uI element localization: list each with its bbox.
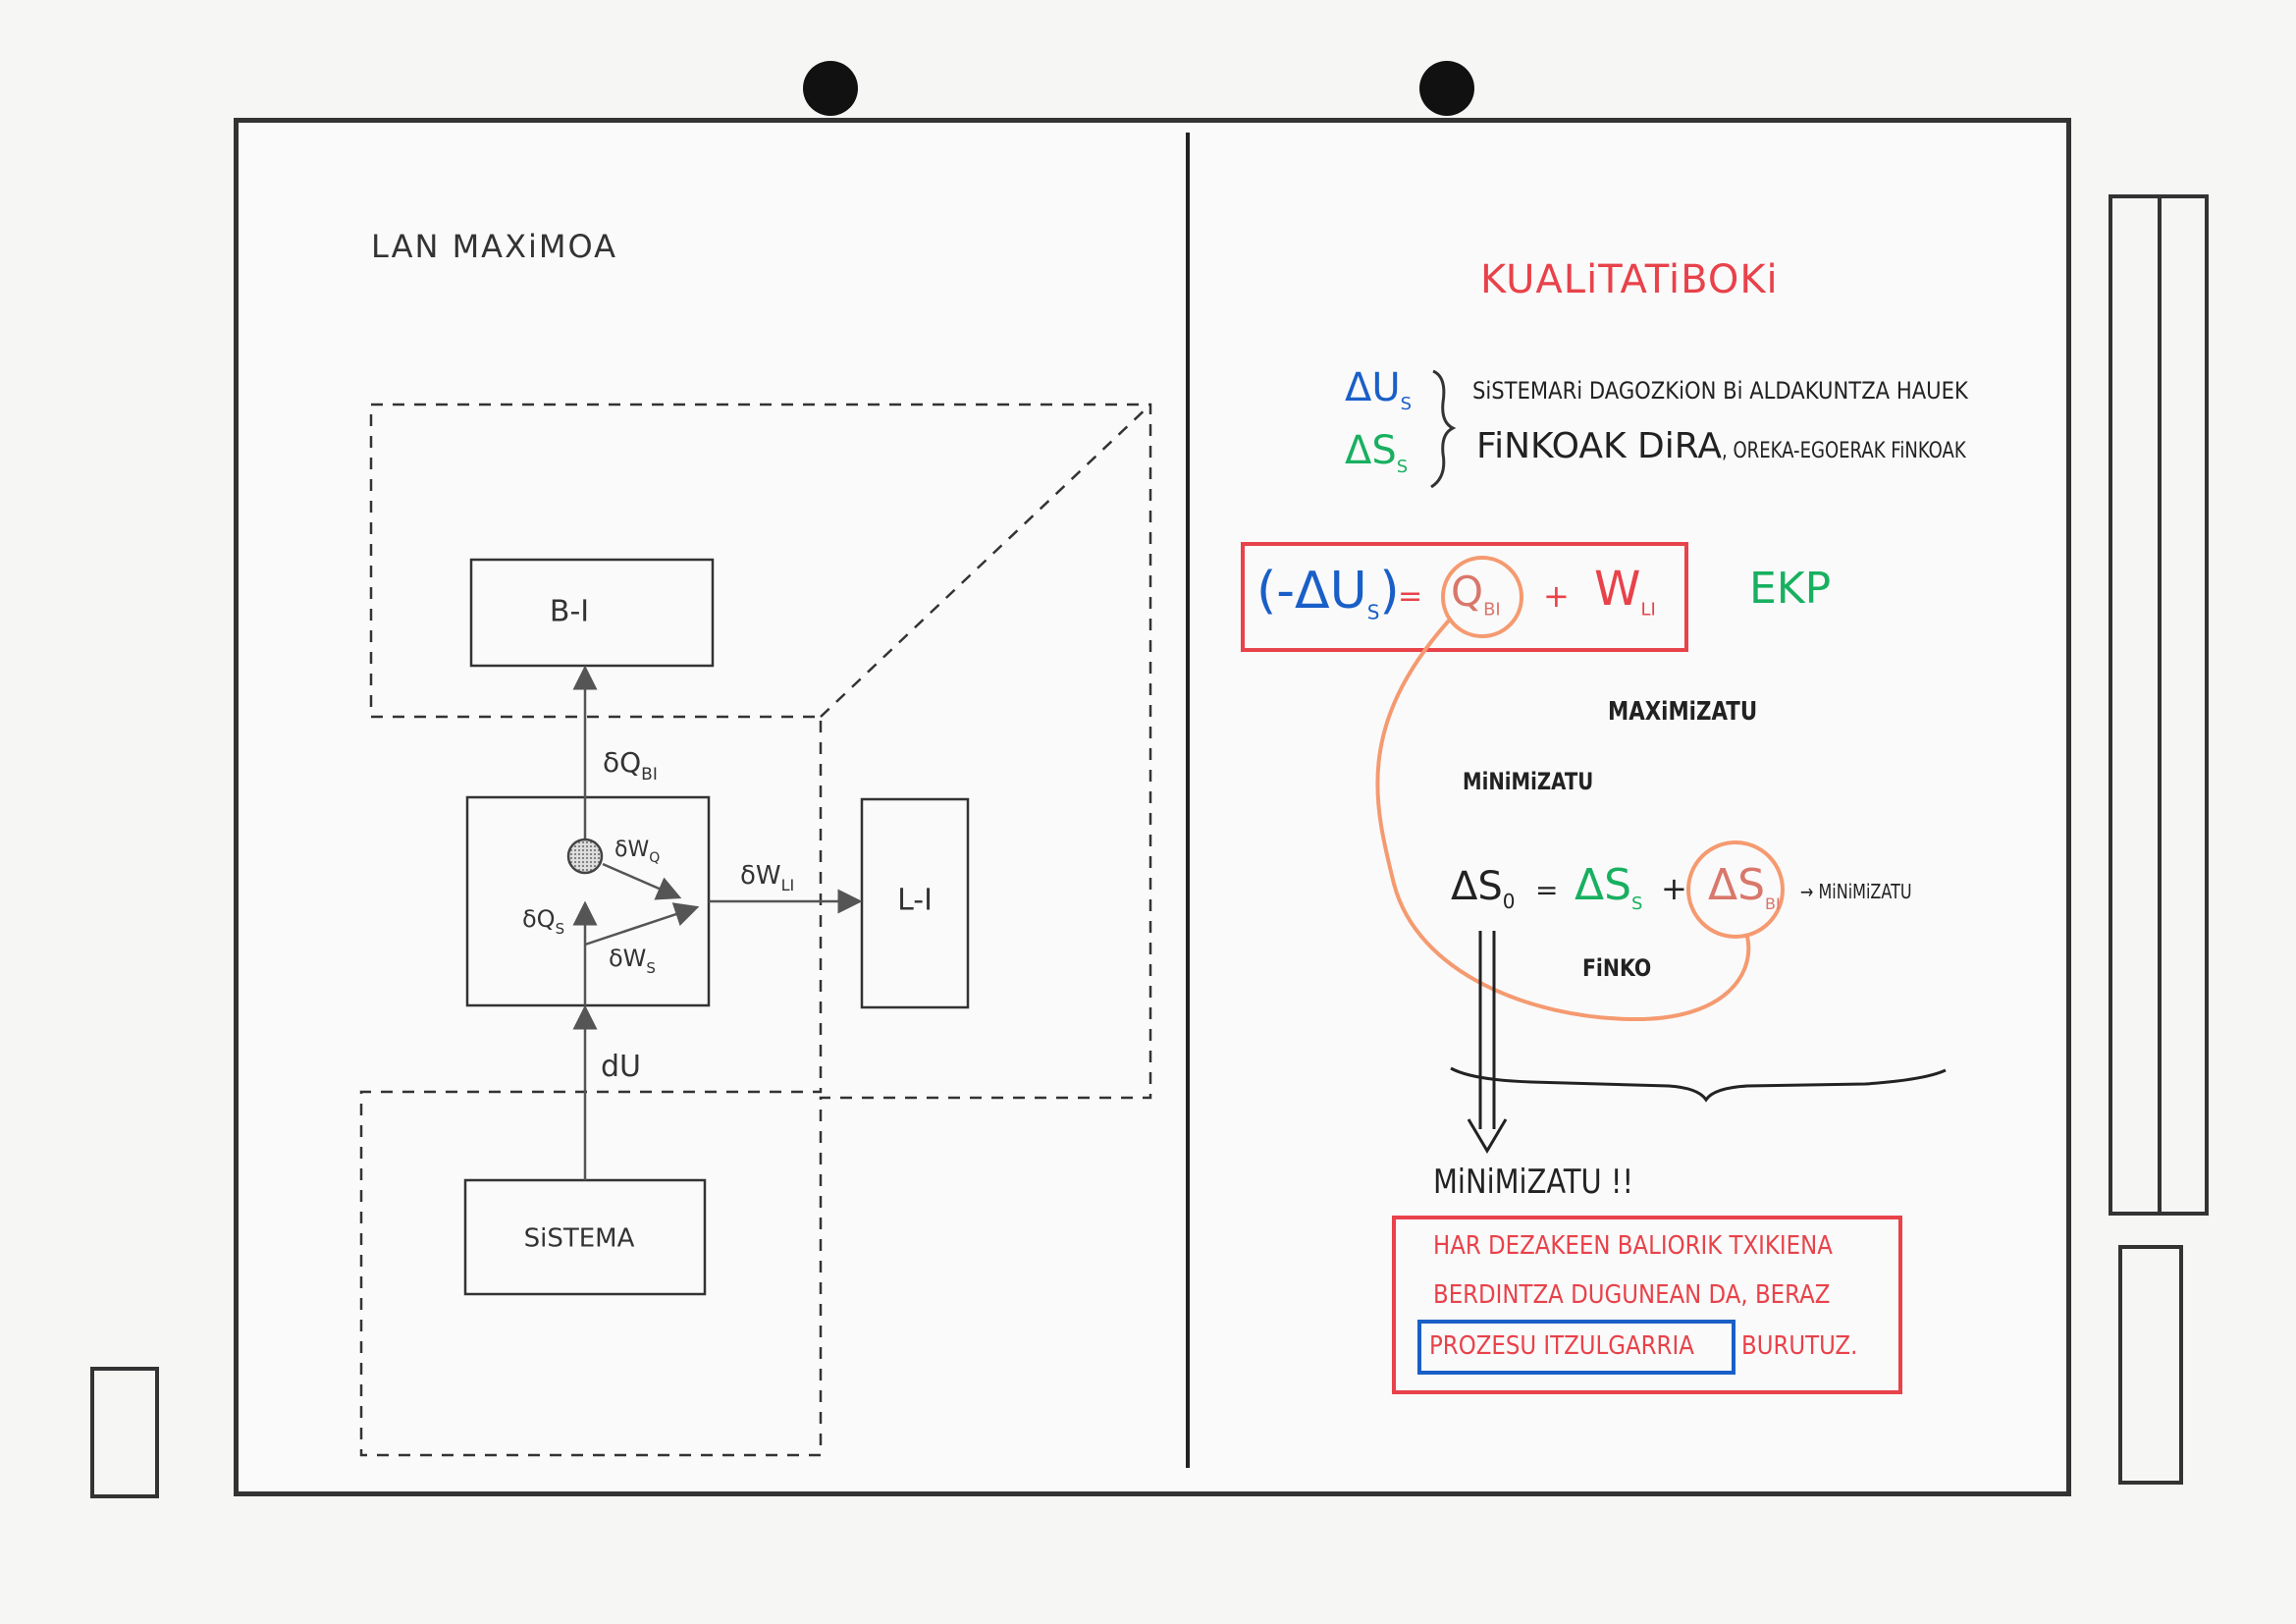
conclusion-box bbox=[1392, 1216, 1902, 1394]
eq1-q-bi: QBI bbox=[1451, 568, 1501, 621]
eq1-w-li: WLI bbox=[1594, 562, 1656, 621]
note-line2: FiNKOAK DiRA, OREKA-EGOERAK FiNKOAK bbox=[1476, 426, 1966, 466]
minimizatu-label: MiNiMiZATU bbox=[1463, 768, 1594, 795]
brace bbox=[1430, 369, 1457, 489]
engine-circle bbox=[566, 838, 604, 875]
dashed-diagonal bbox=[820, 404, 1151, 718]
eq2-arrow-note: → MiNiMiZATU bbox=[1800, 880, 1912, 903]
binder-hole-right bbox=[1419, 61, 1474, 116]
page-frame bbox=[234, 118, 2071, 1496]
dashed-boundary-outline bbox=[359, 403, 1152, 1457]
finko-label: FiNKO bbox=[1582, 954, 1652, 982]
ds-bi-circle bbox=[1686, 840, 1785, 939]
double-arrow-head bbox=[1467, 1118, 1508, 1154]
margin-box-small-left bbox=[90, 1367, 159, 1498]
label-dq-s: δQS bbox=[522, 905, 564, 938]
conclusion-line1: HAR DEZAKEEN BALIORIK TXIKIENA bbox=[1433, 1231, 1833, 1261]
minimizatu-big: MiNiMiZATU !! bbox=[1433, 1163, 1634, 1202]
eq1-plus: + bbox=[1543, 577, 1570, 615]
arrow-dw-q bbox=[602, 862, 682, 900]
label-dq-bi: δQBI bbox=[603, 746, 658, 785]
reversible-process-box bbox=[1417, 1320, 1735, 1375]
eq2-ds-bi: ΔSBI bbox=[1708, 860, 1781, 913]
right-heading: KUALiTATiBOKi bbox=[1480, 257, 1779, 302]
delta-s-s: ΔSS bbox=[1345, 428, 1409, 477]
box-bi-label: B-I bbox=[550, 595, 589, 629]
eq2-lhs: ΔS0 bbox=[1451, 864, 1516, 913]
box-bi bbox=[469, 558, 715, 668]
conclusion-boxed: PROZESU ITZULGARRIA bbox=[1429, 1331, 1694, 1361]
ekp-label: EKP bbox=[1749, 564, 1832, 614]
binder-hole-left bbox=[803, 61, 858, 116]
q-bi-circle bbox=[1441, 556, 1523, 638]
panel-title: LAN MAXiMOA bbox=[371, 228, 617, 265]
arrow-dw-s bbox=[584, 902, 700, 947]
eq1-box bbox=[1241, 542, 1688, 652]
maximizatu-label: MAXiMiZATU bbox=[1608, 697, 1758, 727]
margin-box-small-right bbox=[2118, 1245, 2183, 1485]
underbrace bbox=[1450, 1066, 1947, 1103]
label-dw-s: δWS bbox=[609, 945, 656, 977]
delta-u-s: ΔUS bbox=[1345, 365, 1413, 414]
orange-link-curve bbox=[1375, 619, 1751, 1022]
eq2-plus: + bbox=[1661, 870, 1687, 907]
label-du: dU bbox=[601, 1050, 641, 1084]
panel-divider bbox=[1186, 133, 1190, 1468]
eq1-lhs: (-ΔUS) bbox=[1256, 562, 1400, 624]
eq1-equals: = bbox=[1398, 579, 1423, 614]
box-sistema-label: SiSTEMA bbox=[524, 1224, 635, 1254]
eq2-ds-s: ΔSS bbox=[1575, 860, 1643, 914]
eq2-equals: = bbox=[1535, 874, 1559, 906]
conclusion-line2: BERDINTZA DUGUNEAN DA, BERAZ bbox=[1433, 1280, 1831, 1310]
label-dw-q: δWQ bbox=[614, 838, 660, 866]
label-dw-li: δWLI bbox=[740, 861, 794, 894]
margin-box-split bbox=[2158, 196, 2162, 1214]
box-li-label: L-I bbox=[897, 884, 933, 918]
note-line1: SiSTEMARi DAGOZKiON Bi ALDAKUNTZA HAUEK bbox=[1472, 377, 1968, 405]
conclusion-end: BURUTUZ. bbox=[1741, 1331, 1858, 1361]
box-center bbox=[465, 795, 711, 1007]
